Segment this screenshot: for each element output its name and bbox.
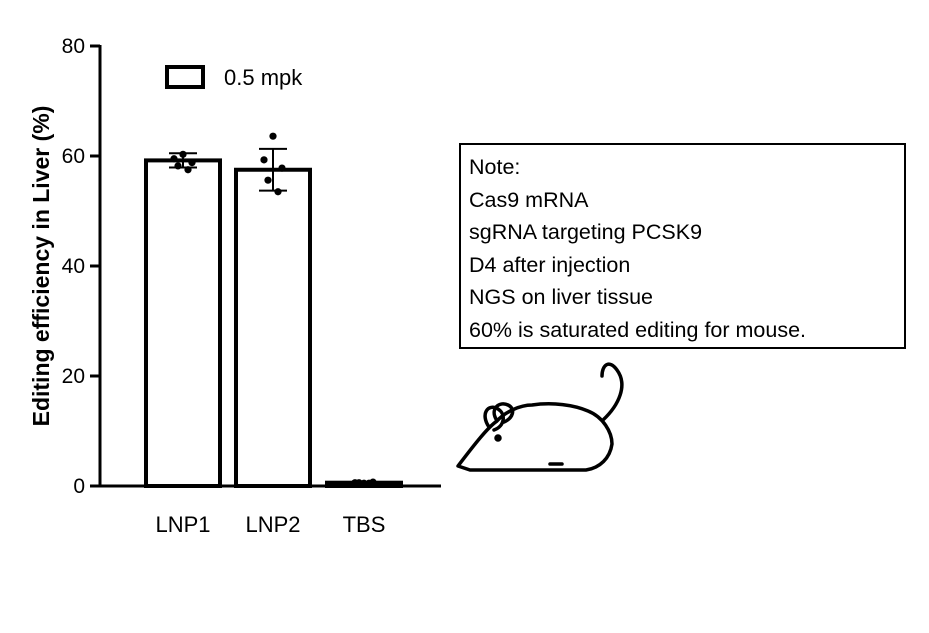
- y-tick-label: 80: [62, 35, 85, 58]
- note-line: D4 after injection: [469, 252, 631, 277]
- y-tick-label: 0: [73, 475, 85, 498]
- note-line: NGS on liver tissue: [469, 285, 654, 309]
- x-tick-label: LNP1: [155, 512, 210, 537]
- bar: [234, 167, 312, 488]
- data-point: [264, 176, 272, 184]
- note-box: Note: Cas9 mRNA sgRNA targeting PCSK9 D4…: [459, 143, 906, 349]
- legend-label: 0.5 mpk: [224, 65, 303, 90]
- x-tick-label: LNP2: [245, 512, 300, 537]
- data-point: [274, 188, 282, 196]
- data-point: [170, 155, 178, 163]
- data-point: [179, 150, 187, 158]
- data-point: [174, 162, 182, 170]
- x-tick-label: TBS: [343, 512, 386, 537]
- note-title: Note:: [469, 155, 521, 179]
- data-point: [188, 159, 196, 167]
- legend-swatch: [165, 65, 205, 89]
- y-tick-label: 60: [62, 145, 85, 168]
- y-axis-label: Editing efficiency in Liver (%): [28, 106, 54, 427]
- y-tick-label: 20: [62, 365, 85, 388]
- mouse-icon: [456, 362, 624, 472]
- note-line: Cas9 mRNA: [469, 187, 589, 212]
- data-point: [260, 156, 268, 164]
- data-point: [184, 166, 192, 174]
- legend: 0.5 mpk: [165, 65, 303, 90]
- note-line: sgRNA targeting PCSK9: [469, 220, 703, 244]
- data-point: [278, 164, 286, 172]
- y-tick-label: 40: [62, 255, 85, 278]
- data-point: [269, 132, 277, 140]
- bar: [144, 158, 222, 488]
- note-line: 60% is saturated editing for mouse.: [469, 317, 807, 342]
